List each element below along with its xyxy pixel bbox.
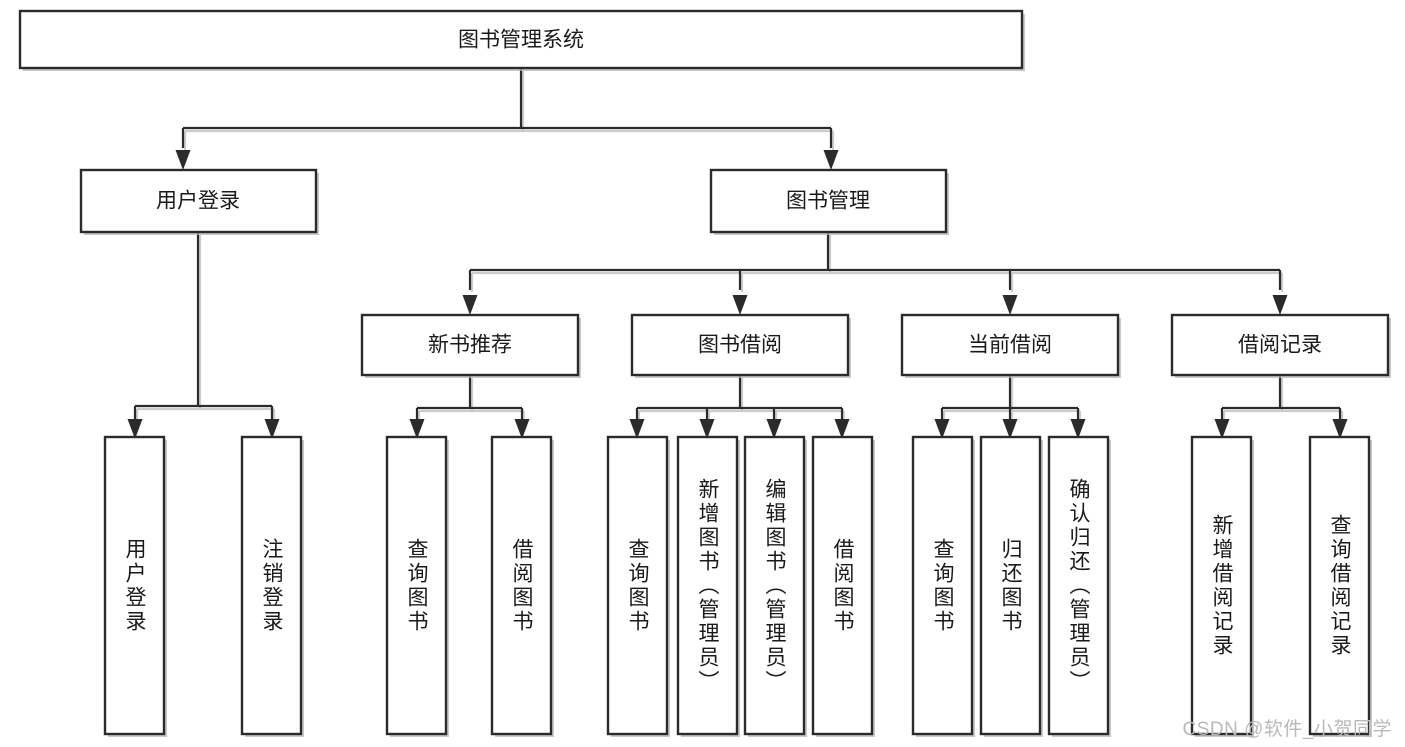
node-current-borrow[interactable]: 当前借阅 (900, 313, 1121, 378)
arrow-to-book-manage (823, 150, 839, 170)
node-new-book-recommend[interactable]: 新书推荐 (360, 313, 581, 378)
node-leaf-return-book[interactable] (979, 435, 1043, 737)
connector-book-manage-to-level3 (462, 232, 1288, 315)
arrow-to-borrow-record (1272, 295, 1288, 315)
node-leaf-query-book-3[interactable] (911, 435, 975, 737)
node-leaf-user-logout[interactable] (240, 435, 304, 737)
connector-new-book-to-leaves (409, 375, 530, 439)
node-book-manage-label: 图书管理 (786, 190, 870, 213)
node-leaf-confirm-return[interactable] (1047, 435, 1111, 737)
node-book-manage[interactable]: 图书管理 (709, 168, 949, 235)
node-leaf-borrow-book-1[interactable] (490, 435, 554, 737)
connector-user-login-to-leaves (127, 232, 280, 439)
connector-current-borrow-to-leaves (934, 375, 1086, 439)
node-leaf-add-record[interactable] (1190, 435, 1254, 737)
node-leaf-query-book-2[interactable] (606, 435, 670, 737)
node-borrow-record-label: 借阅记录 (1238, 334, 1322, 357)
connector-book-borrow-to-leaves (629, 375, 850, 439)
connector-layer (127, 68, 1348, 439)
arrow-to-user-login (175, 150, 191, 170)
node-book-borrow-label: 图书借阅 (698, 334, 782, 357)
node-user-login[interactable]: 用户登录 (79, 168, 319, 235)
node-leaf-borrow-book-2[interactable] (811, 435, 875, 737)
node-root[interactable]: 图书管理系统 (18, 9, 1025, 71)
node-root-label: 图书管理系统 (458, 29, 584, 52)
node-current-borrow-label: 当前借阅 (968, 334, 1052, 357)
connector-borrow-record-to-leaves (1214, 375, 1348, 439)
arrow-to-book-borrow (732, 295, 748, 315)
arrow-to-new-book-recommend (462, 295, 478, 315)
arrow-to-current-borrow (1002, 295, 1018, 315)
node-leaf-query-book-1[interactable] (385, 435, 449, 737)
csdn-watermark: CSDN @软件_小贺同学 (1182, 719, 1392, 740)
node-leaf-user-login[interactable] (103, 435, 167, 737)
node-borrow-record[interactable]: 借阅记录 (1170, 313, 1391, 378)
node-leaf-add-book[interactable] (676, 435, 740, 737)
node-book-borrow[interactable]: 图书借阅 (630, 313, 851, 378)
connector-root-to-level2 (175, 68, 839, 170)
node-leaf-query-record[interactable] (1308, 435, 1372, 737)
node-new-book-recommend-label: 新书推荐 (428, 334, 512, 357)
node-user-login-label: 用户登录 (156, 190, 240, 213)
leaf-box-group (103, 435, 1372, 737)
node-leaf-edit-book[interactable] (743, 435, 807, 737)
